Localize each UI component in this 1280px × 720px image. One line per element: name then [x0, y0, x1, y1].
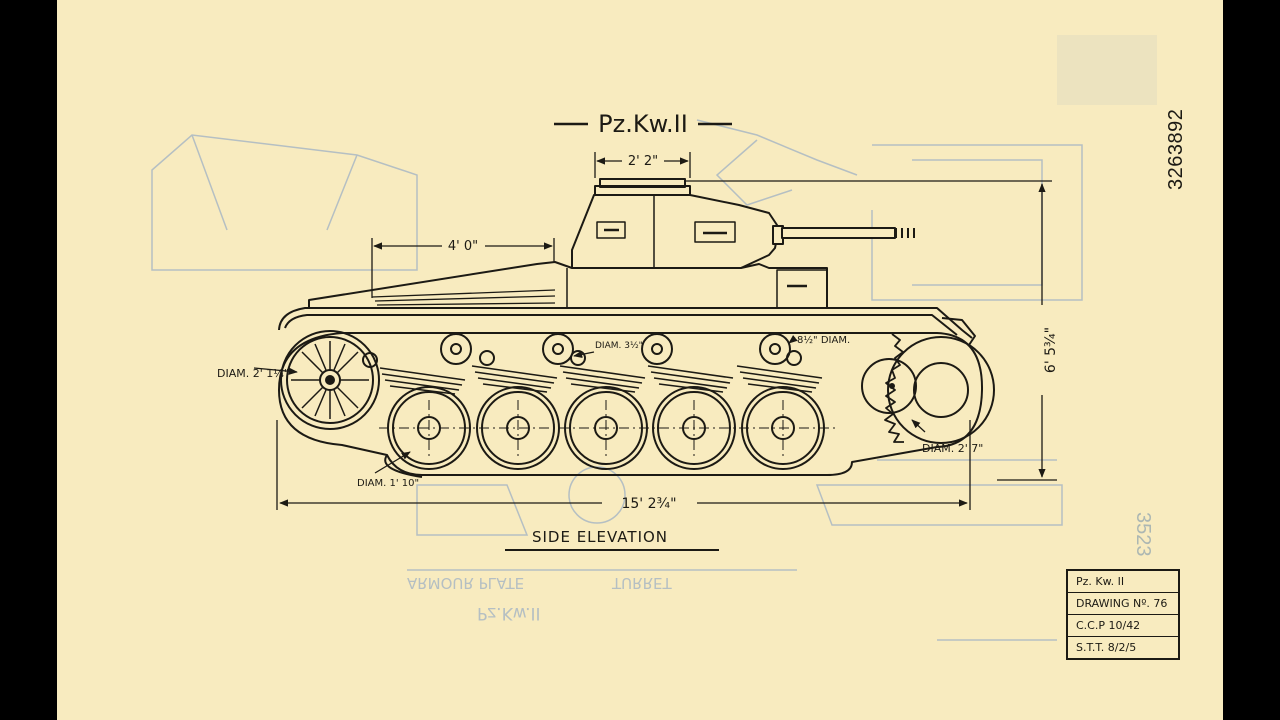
track [278, 332, 984, 478]
length-label: 15' 2¾" [621, 496, 676, 512]
ghost-armour-plate-label: ARMOUR PLATE [407, 574, 524, 592]
leaf-springs [379, 365, 823, 395]
title-block-row: C.C.P 10/42 [1068, 615, 1178, 637]
title-block: Pz. Kw. II DRAWING Nº. 76 C.C.P 10/42 S.… [1066, 569, 1180, 660]
side-elevation-label: SIDE ELEVATION [532, 528, 668, 546]
road-wheels [379, 386, 837, 470]
height-label: 6' 5¾" [1043, 327, 1059, 373]
faint-stamp-number: 3523 [1132, 512, 1154, 557]
hull-front-label: 4' 0" [448, 239, 478, 254]
hull [278, 261, 976, 346]
sprocket-hub [913, 362, 969, 418]
title-block-row: Pz. Kw. II [1068, 571, 1178, 593]
return-roller-diam-label: DIAM. 3½" [595, 341, 643, 351]
ghost-turret-label: TURRET [611, 574, 672, 592]
main-gun [781, 227, 915, 239]
tank-side-view [278, 178, 995, 478]
turret-width-label: 2' 2" [628, 154, 658, 169]
sprocket-diam-label: DIAM. 2' 7" [922, 442, 983, 455]
drawing-canvas: ARMOUR PLATE TURRET Pz.Kw.II Pz.Kw.II [151, 35, 1157, 641]
bleed-through-drawing: ARMOUR PLATE TURRET Pz.Kw.II [151, 35, 1157, 641]
return-roller-diam-label-2: 8½" DIAM. [797, 334, 850, 346]
drive-sprocket [861, 333, 995, 444]
title-block-row: DRAWING Nº. 76 [1068, 593, 1178, 615]
idler-wheel [280, 330, 380, 430]
title-text: Pz.Kw.II [598, 110, 688, 138]
serial-number: 3263892 [1165, 108, 1187, 190]
drawing-title: Pz.Kw.II [554, 110, 732, 138]
title-block-row: S.T.T. 8/2/5 [1076, 641, 1137, 654]
view-label: SIDE ELEVATION [505, 528, 719, 551]
return-rollers [362, 333, 802, 368]
road-wheel-diam-label: DIAM. 1' 10" [357, 478, 419, 489]
ghost-pzkw-label: Pz.Kw.II [477, 603, 541, 623]
idler-diam-label: DIAM. 2' 1¼" [217, 367, 289, 380]
turret [571, 178, 784, 269]
dimension-lines [253, 152, 1057, 510]
dimension-labels: 2' 2" 4' 0" 6' 5¾" 15' 2¾" DIAM. 2' 1¼" … [217, 154, 1059, 512]
blueprint-sheet: ARMOUR PLATE TURRET Pz.Kw.II Pz.Kw.II [57, 0, 1223, 720]
